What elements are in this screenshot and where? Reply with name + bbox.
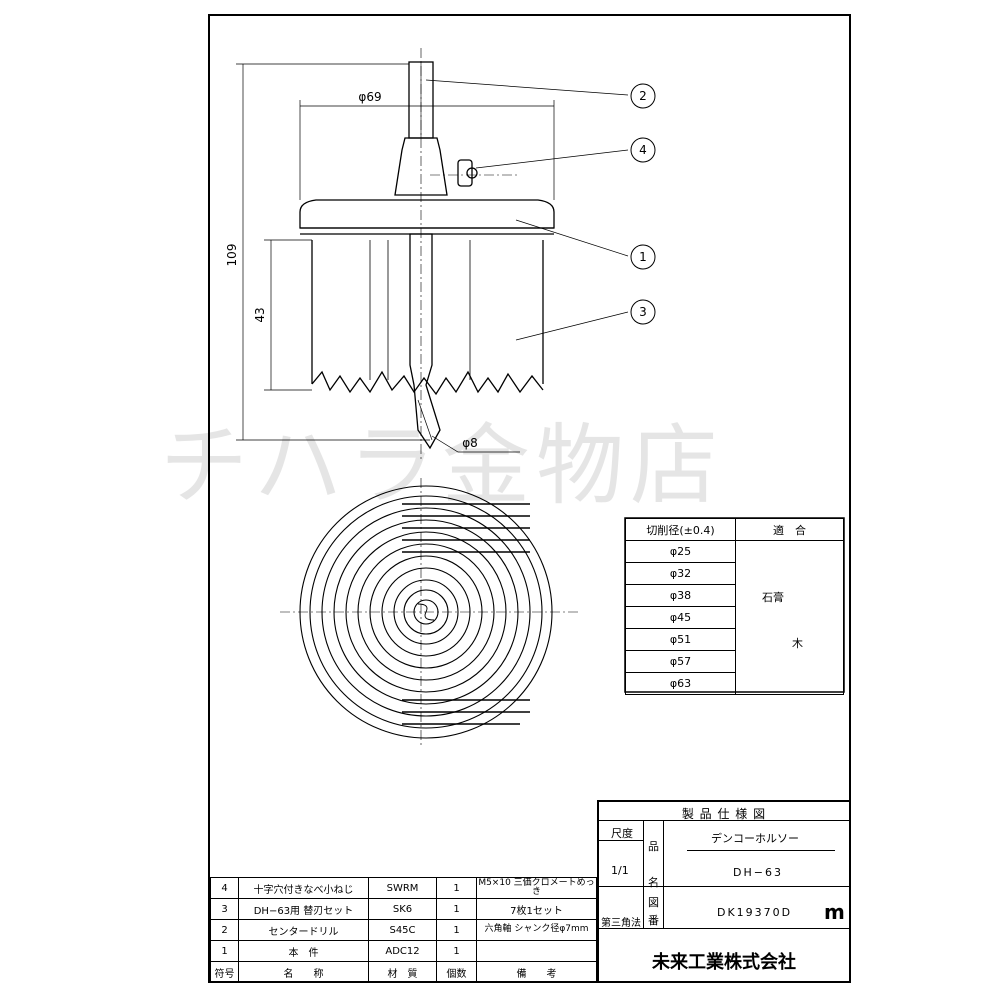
table-row: 1 本 件 ADC12 1: [210, 940, 597, 962]
part-name: 十字穴付きなべ小ねじ: [238, 877, 369, 899]
part-no: 2: [210, 919, 239, 941]
drawing-label-2: 番: [648, 914, 659, 927]
product-name-jp: デンコーホルソー: [711, 832, 799, 845]
suit-wood: 木: [792, 637, 803, 650]
name-label-2: 名: [648, 876, 659, 889]
part-name: センタードリル: [238, 919, 369, 941]
drawing-number: DK19370D: [717, 906, 793, 919]
callout-3: 3: [639, 305, 647, 319]
cut-row: φ51: [625, 628, 736, 651]
part-qty: 1: [436, 940, 477, 962]
header-material: 材 質: [368, 961, 437, 983]
drawing-label-1: 図: [648, 896, 659, 909]
header-qty: 個数: [436, 961, 477, 983]
part-no: 4: [210, 877, 239, 899]
cut-row: φ57: [625, 650, 736, 673]
watermark: チハラ金物店: [160, 414, 725, 517]
cut-header-diameter: 切削径(±0.4): [625, 518, 736, 541]
bottom-view: [299, 485, 553, 739]
part-note: [476, 940, 597, 962]
projection: 第三角法: [601, 918, 641, 929]
table-header: 符号 名 称 材 質 個数 備 考: [210, 961, 597, 983]
scale-label: 尺度: [611, 827, 633, 840]
cut-row: φ25: [625, 540, 736, 563]
part-qty: 1: [436, 877, 477, 899]
cut-row: φ63: [625, 672, 736, 695]
callout-circle-2: [630, 83, 656, 109]
saw-teeth: [311, 370, 544, 396]
part-no: 1: [210, 940, 239, 962]
part-name: DH−63用 替刃セット: [238, 898, 369, 920]
cut-header-suit: 適 合: [735, 518, 844, 541]
callout-1: 1: [639, 250, 647, 264]
slots: [402, 503, 530, 725]
cut-row: φ38: [625, 584, 736, 607]
callout-circle-3: [630, 299, 656, 325]
arbor-plate: [299, 199, 555, 229]
cut-row: φ32: [625, 562, 736, 585]
part-material: SWRM: [368, 877, 437, 899]
part-note: M5×10 三価クロメートめっき: [476, 877, 597, 899]
part-material: S45C: [368, 919, 437, 941]
center-drill: [409, 233, 441, 450]
parts-list: 4 十字穴付きなべ小ねじ SWRM 1 M5×10 三価クロメートめっき 3 D…: [210, 877, 597, 983]
part-material: ADC12: [368, 940, 437, 962]
callout-2: 2: [639, 89, 647, 103]
callout-4: 4: [639, 143, 647, 157]
table-row: 2 センタードリル S45C 1 六角軸 シャンク径φ7mm: [210, 919, 597, 941]
dim-phi8: φ8: [462, 436, 478, 450]
part-note: 六角軸 シャンク径φ7mm: [476, 919, 597, 941]
part-name: 本 件: [238, 940, 369, 962]
title-block: 製 品 仕 様 図 尺度 1/1 品 名 デンコーホルソー DH−63 第三角法…: [597, 800, 851, 983]
cut-row: φ45: [625, 606, 736, 629]
callout-circle-1: [630, 244, 656, 270]
part-qty: 1: [436, 898, 477, 920]
part-qty: 1: [436, 919, 477, 941]
cut-diameter-table: 切削径(±0.4) 適 合 φ25 石膏 木 φ32 φ38 φ45 φ51 φ…: [625, 518, 844, 695]
part-material: SK6: [368, 898, 437, 920]
company-name: 未来工業株式会社: [652, 952, 796, 973]
company-logo-icon: m: [824, 900, 845, 924]
scale-value: 1/1: [611, 864, 629, 877]
table-row: 4 十字穴付きなべ小ねじ SWRM 1 M5×10 三価クロメートめっき: [210, 877, 597, 899]
suit-gypsum: 石膏: [762, 591, 784, 604]
hub-boss: [394, 137, 448, 196]
header-no: 符号: [210, 961, 239, 983]
set-screw: [457, 159, 473, 187]
title-block-title: 製 品 仕 様 図: [681, 807, 767, 821]
dim-109: 109: [225, 244, 239, 267]
part-note: 7枚1セット: [476, 898, 597, 920]
table-row: 3 DH−63用 替刃セット SK6 1 7枚1セット: [210, 898, 597, 920]
header-name: 名 称: [238, 961, 369, 983]
cut-suit-cell: 石膏 木: [735, 540, 844, 695]
dim-phi69: φ69: [358, 90, 381, 104]
callout-circle-4: [630, 137, 656, 163]
name-label-1: 品: [648, 840, 659, 853]
product-code: DH−63: [733, 866, 783, 879]
dim-43: 43: [253, 307, 267, 322]
part-no: 3: [210, 898, 239, 920]
header-note: 備 考: [476, 961, 597, 983]
